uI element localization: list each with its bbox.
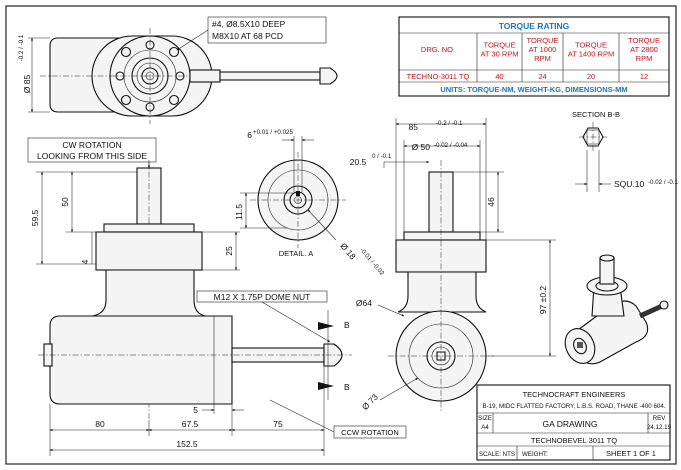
section-b-b-view — [575, 122, 611, 192]
torque-table-title: TORQUE RATING — [499, 21, 570, 31]
scale: SCALE: NTS — [479, 451, 515, 458]
mounting-hole — [168, 46, 180, 58]
dim-11-5: 11.5 — [234, 204, 244, 220]
dim-59-5: 59.5 — [30, 209, 40, 226]
dim-6: 6 — [247, 130, 252, 140]
torque-table-value: 40 — [495, 72, 503, 81]
front-view-dome-nut — [323, 343, 343, 367]
front-view — [27, 137, 407, 456]
torque-table-header-cell: DRG. NO. — [421, 45, 455, 54]
top-view-shaft — [219, 71, 321, 81]
torque-table-drawing-number: TECHNO-3011 TQ — [407, 72, 470, 81]
dim-75: 75 — [273, 419, 283, 429]
dim-67-5: 67.5 — [182, 419, 199, 429]
dim-dia-85-tol: -0.2 / -0.1 — [18, 34, 25, 61]
torque-table-value: 24 — [538, 72, 546, 81]
detail-a-view — [240, 136, 346, 248]
drawing-border — [5, 5, 677, 465]
dim-25: 25 — [224, 246, 234, 256]
holes-note-line1: #4, Ø8.5X10 DEEP — [212, 19, 286, 29]
title-block — [476, 384, 671, 461]
torque-table-value: 12 — [640, 72, 648, 81]
dim-20-5: 20.5 — [350, 157, 367, 167]
torque-table-value: 20 — [587, 72, 595, 81]
rev-value: 24.12.19 — [647, 424, 672, 431]
weight: WEIGHT: — [522, 451, 548, 458]
dim-dia-64: Ø64 — [356, 298, 372, 308]
dim-dia-18: Ø 18 — [338, 241, 358, 262]
dim-152-5: 152.5 — [176, 439, 198, 449]
holes-note-line2: M8X10 AT 68 PCD — [212, 31, 283, 41]
dim-46: 46 — [486, 197, 496, 207]
company-name: TECHNOCRAFT ENGINEERS — [523, 390, 626, 399]
torque-table-units: UNITS: TORQUE-NM, WEIGHT-KG, DIMENSIONS-… — [440, 85, 627, 94]
dim-6-tol: +0.01 / +0.025 — [253, 129, 293, 136]
ccw-note: CCW ROTATION — [341, 428, 399, 437]
isometric-view — [564, 254, 669, 365]
section-b-b-label: SECTION B-B — [572, 110, 620, 119]
dim-dia-50-side-tol: -0.02 / -0.04 — [434, 142, 468, 149]
dim-dia-73: Ø 73 — [360, 392, 380, 412]
dim-85-side: 85 — [409, 122, 419, 132]
top-view-dome-nut — [319, 67, 338, 85]
section-mark-b-upper: B — [344, 320, 350, 330]
dim-5: 5 — [193, 405, 198, 415]
mounting-hole — [120, 46, 132, 58]
mounting-hole — [168, 94, 180, 106]
dim-dia-18-tol: -0.01 / -0.02 — [358, 247, 385, 277]
dim-dia-85: Ø 85 — [22, 75, 32, 94]
front-view-body — [49, 315, 233, 405]
mounting-hole — [120, 94, 132, 106]
size-label: SIZE — [478, 415, 492, 422]
dim-dia-50-side: Ø 50 — [412, 142, 431, 152]
dim-square-10-tol: -0.02 / -0.1 — [648, 179, 678, 186]
dim-80: 80 — [95, 419, 105, 429]
torque-rating-table — [398, 16, 670, 97]
dome-nut-note: M12 X 1.75P DOME NUT — [214, 292, 311, 302]
dim-4: 4 — [80, 259, 90, 264]
top-view — [28, 16, 338, 124]
detail-a-label: DETAIL. A — [279, 249, 313, 258]
dim-85-side-tol: -0.2 / -0.1 — [436, 120, 463, 127]
dim-97: 97 ±0.2 — [538, 286, 548, 315]
side-view — [377, 118, 556, 412]
front-view-flange — [95, 231, 203, 271]
front-view-neck — [91, 269, 207, 317]
company-address: B-19, MIDC FLATTED FACTORY, L.B.S. ROAD,… — [482, 403, 665, 410]
cw-note-line2: LOOKING FROM THIS SIDE — [37, 151, 147, 161]
dim-square-10: SQU.10 — [614, 179, 645, 189]
torque-table-row: TECHNO-3011 TQ 40 24 20 12 — [407, 72, 649, 81]
sheet-number: SHEET 1 OF 1 — [606, 449, 656, 458]
size-value: A4 — [481, 424, 489, 431]
rev-label: REV — [653, 415, 667, 422]
dim-20-5-tol: 0 / -0.1 — [372, 153, 392, 160]
cw-note-line1: CW ROTATION — [62, 140, 121, 150]
dim-50-left: 50 — [60, 197, 70, 207]
part-number: TECHNOBEVEL 3011 TQ — [531, 436, 617, 445]
drawing-title: GA DRAWING — [543, 419, 598, 429]
section-mark-b-lower: B — [344, 382, 350, 392]
